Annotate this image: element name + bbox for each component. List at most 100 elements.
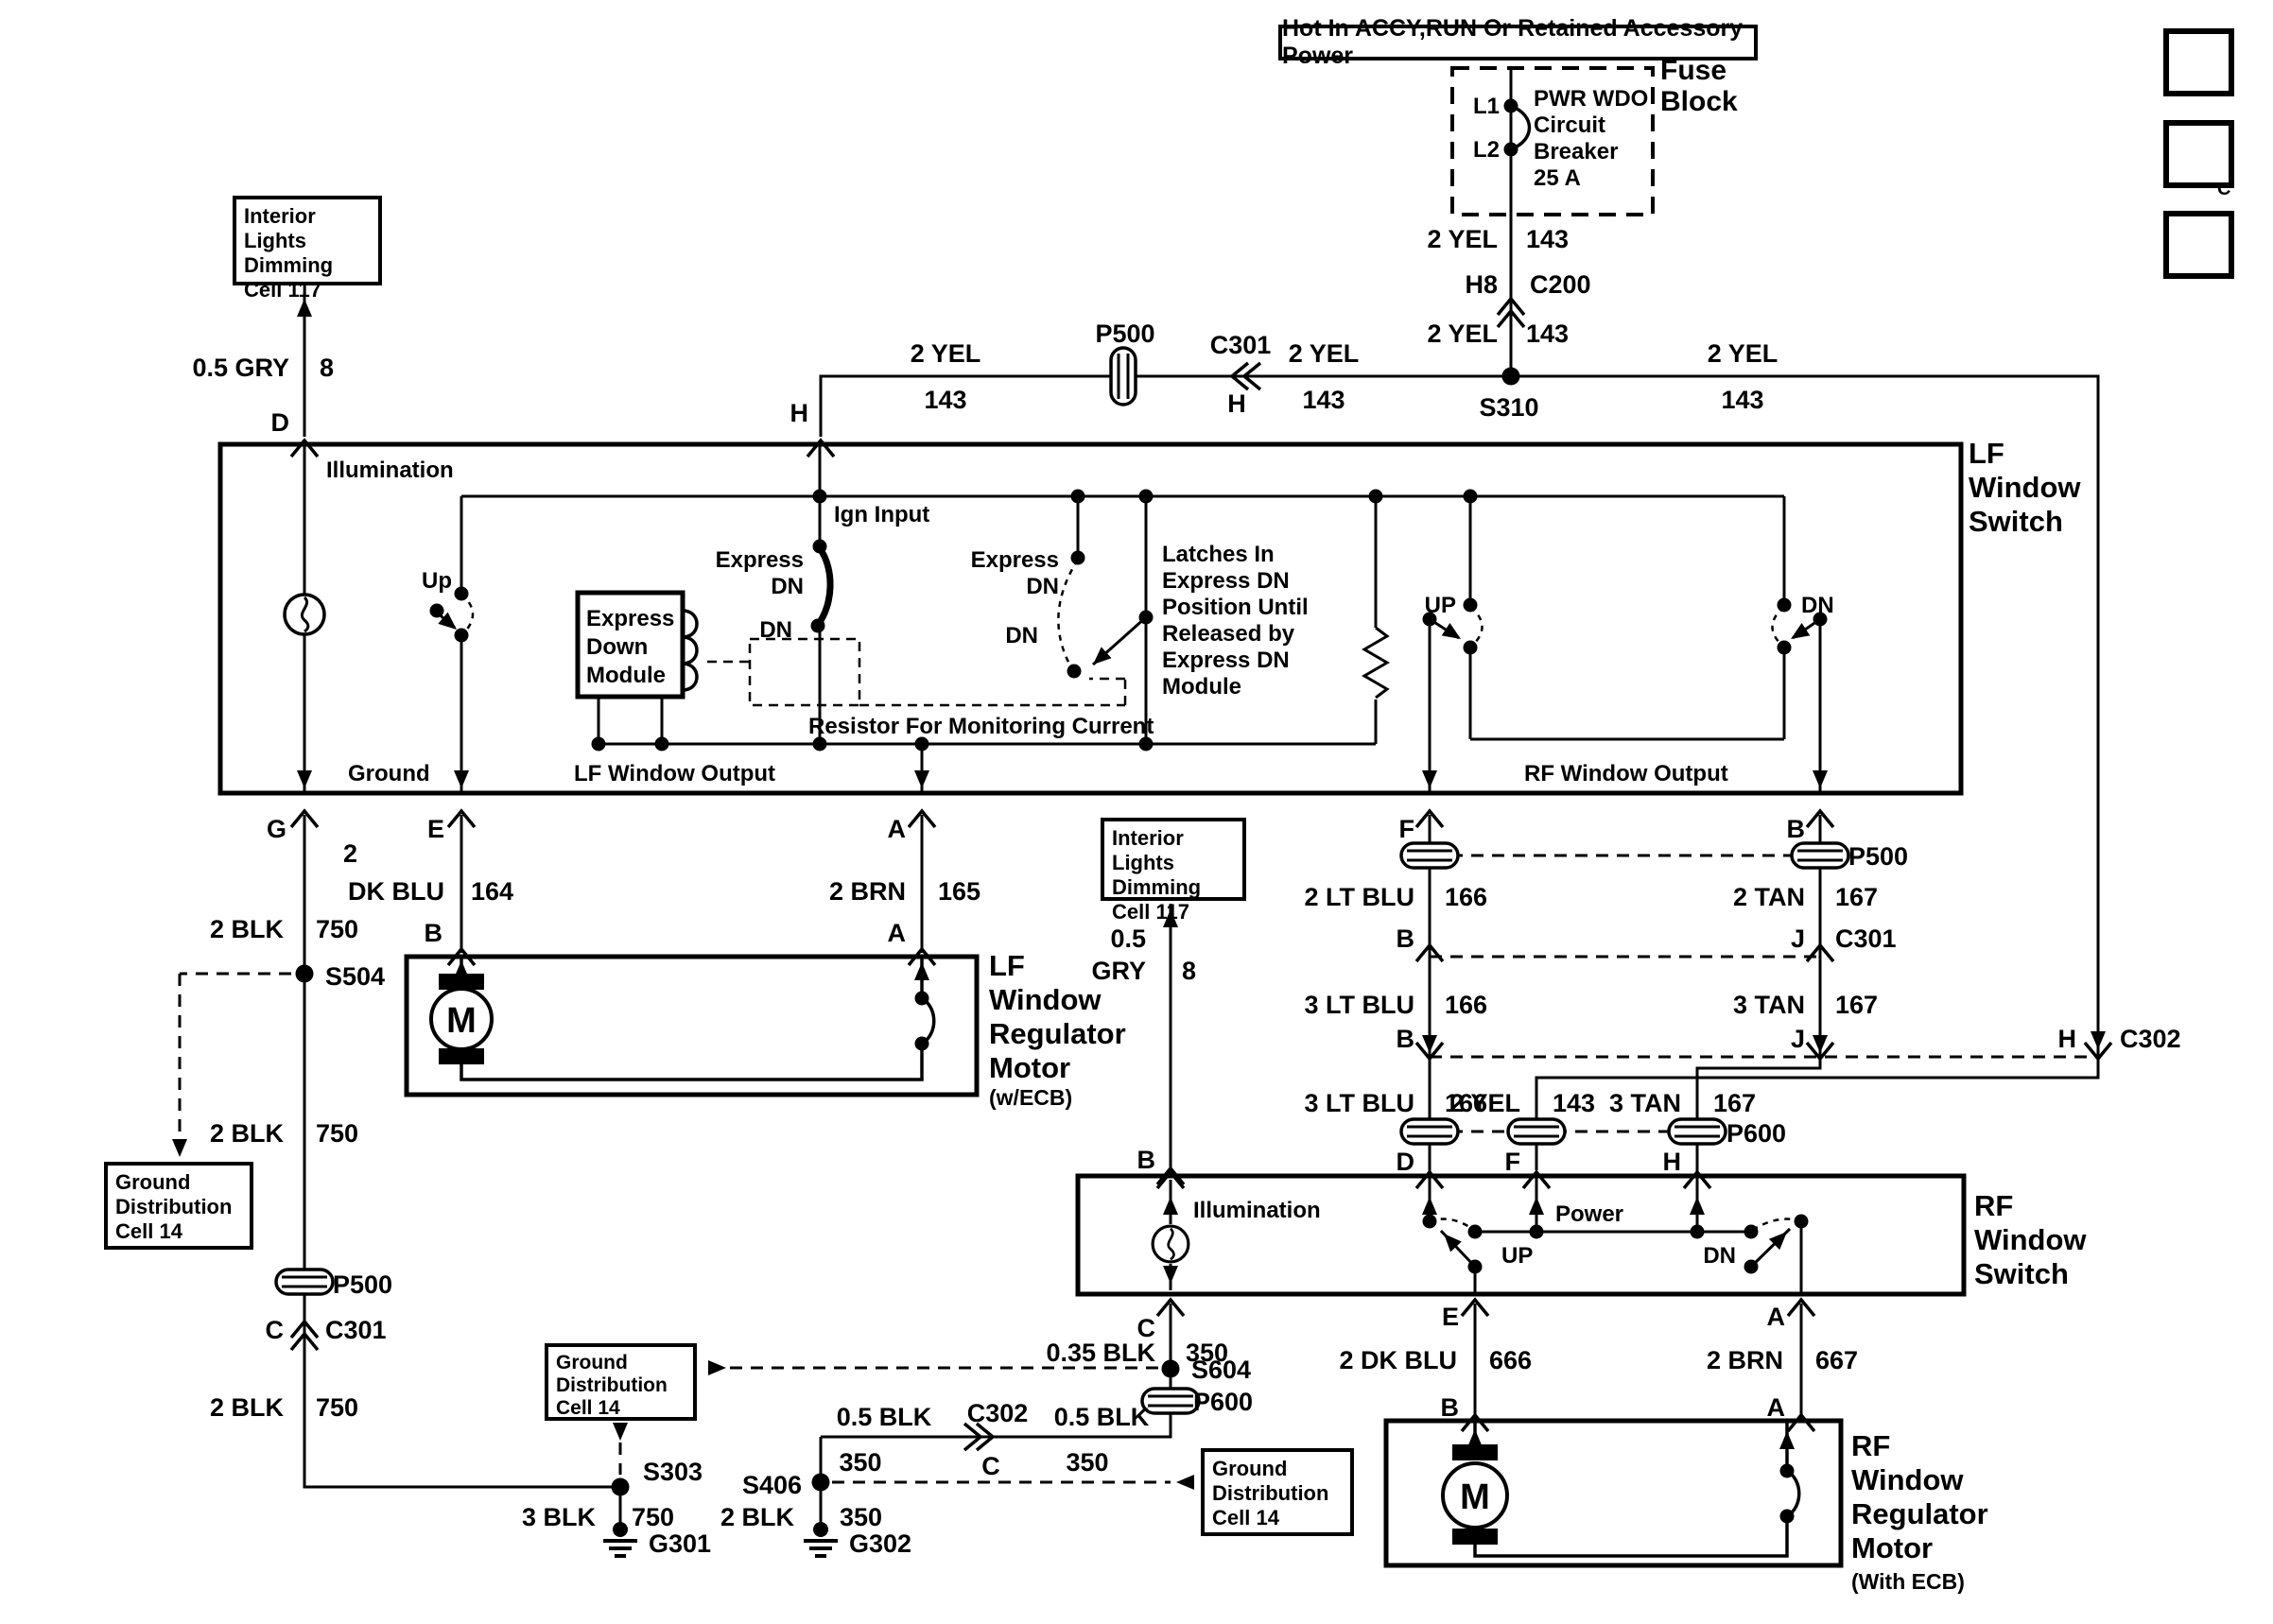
terminal-letter: E (1442, 1303, 1459, 1331)
terminal-letter: F (1399, 815, 1415, 843)
arrow-left-icon (1176, 1475, 1194, 1490)
wire-label: 3 TAN (1733, 991, 1805, 1019)
wire-label: 166 (1445, 883, 1487, 911)
splice-label: S406 (742, 1471, 802, 1499)
connector-label: P600 (1193, 1388, 1253, 1416)
rf-motor-subtitle: (With ECB) (1851, 1569, 1965, 1594)
wire-label: 2 BLK (210, 1119, 285, 1148)
annotation: Express DN (1162, 568, 1290, 594)
wire-label: 167 (1835, 883, 1878, 911)
wire-label: 165 (938, 877, 980, 906)
loc-button[interactable] (2163, 28, 2234, 96)
wire-label: 143 (1553, 1089, 1595, 1117)
motor-letter: M (446, 1001, 477, 1041)
wire-label: 3 BLK (522, 1503, 597, 1531)
motor-brush (439, 974, 484, 990)
wire-label: 2 BLK (210, 1393, 285, 1422)
breaker-terminal: L2 (1473, 137, 1500, 163)
lf-window-switch-title: LF Window Switch (1969, 437, 2081, 538)
connector-label: C302 (967, 1399, 1029, 1427)
annotation: UP (1425, 593, 1456, 618)
connector-pin: H (1227, 389, 1246, 418)
connector-label: P600 (1726, 1119, 1786, 1148)
splice-label: S604 (1191, 1356, 1251, 1384)
connector-label: C302 (2120, 1025, 2181, 1053)
connector-pin: C (981, 1452, 1000, 1480)
breaker-name: PWR WDO (1534, 86, 1648, 112)
terminal-letter: G (267, 815, 286, 843)
rf-window-switch-title: RF Window Switch (1974, 1189, 2087, 1290)
annotation: DN (1801, 593, 1834, 618)
wire-label: 750 (316, 915, 358, 943)
splice-s406-dot (811, 1473, 830, 1492)
breaker-rating: 25 A (1534, 165, 1581, 191)
wire-label: 2 YEL (1449, 1089, 1520, 1117)
annotation: RF Window Output (1524, 761, 1728, 786)
ground-distribution-ref-center: Ground Distribution Cell 14 (545, 1343, 697, 1421)
next-page-button[interactable] (2163, 211, 2234, 279)
connector-pin: C (1137, 1314, 1156, 1342)
connector-pin: J (1791, 1025, 1805, 1053)
wire-label: 0.35 BLK (1046, 1339, 1155, 1367)
wire-label: 164 (471, 877, 513, 906)
annotation: Ground (348, 761, 430, 786)
connector-label: C301 (1835, 924, 1897, 953)
lf-motor-title: LF Window Regulator Motor (989, 949, 1126, 1084)
wire-label: 8 (320, 354, 334, 382)
connector-p600-icon (1140, 1387, 1201, 1415)
annotation: Illumination (1193, 1198, 1321, 1223)
motor-brush (1452, 1444, 1498, 1460)
connector-p600-icon (1506, 1117, 1567, 1146)
illumination-lamp-icon (1151, 1224, 1190, 1264)
connector-pin: H8 (1465, 270, 1498, 299)
lf-motor-subtitle: (w/ECB) (989, 1085, 1073, 1110)
wire-label: 0.5 BLK (1054, 1403, 1150, 1431)
wire-label: 750 (316, 1119, 358, 1148)
ground-distribution-ref-left: Ground Distribution Cell 14 (104, 1162, 253, 1250)
connector-p500-icon (1399, 841, 1460, 870)
wire-label: 2 YEL (911, 339, 981, 368)
annotation: Illumination (326, 458, 454, 483)
annotation: Released by (1162, 621, 1295, 647)
wire-label: 0.5 (1110, 924, 1146, 953)
ground-g302-icon (802, 1520, 840, 1558)
splice-label: S310 (1479, 393, 1538, 422)
desc-button[interactable] (2163, 120, 2234, 188)
splice-s310-dot (1501, 367, 1520, 386)
wire-label: 3 LT BLU (1305, 1089, 1415, 1117)
connector-p500-icon (274, 1268, 335, 1296)
connector-label: C301 (1210, 331, 1272, 359)
wire-label: DK BLU (348, 877, 444, 906)
terminal-letter: A (1767, 1303, 1786, 1331)
annotation: DN (1026, 574, 1059, 599)
annotation: DN (1005, 623, 1038, 648)
breaker-terminal: L1 (1473, 94, 1500, 119)
annotation: Express (971, 547, 1059, 573)
splice-label: S504 (325, 962, 385, 991)
terminal-letter: B (1787, 815, 1806, 843)
connector-p600-icon (1399, 1117, 1460, 1146)
annotation: Latches In (1162, 542, 1275, 567)
wire-label: 350 (1186, 1339, 1228, 1367)
terminal-letter: D (1397, 1148, 1415, 1176)
annotation: DN (759, 617, 792, 643)
connector-pin: B (1397, 1025, 1415, 1053)
wire-label: 667 (1815, 1346, 1858, 1374)
circuit-breaker-symbol (1503, 98, 1532, 157)
connector-label: P500 (333, 1270, 392, 1299)
connector-pin: H (2058, 1025, 2077, 1053)
hot-in-accy-header: Hot In ACCY,RUN Or Retained Accessory Po… (1278, 15, 1758, 69)
wire-label: 750 (632, 1503, 674, 1531)
wire-label: 750 (316, 1393, 358, 1422)
connector-label: C301 (325, 1316, 387, 1344)
wire-label: 143 (924, 386, 966, 414)
wire-label: 350 (839, 1448, 881, 1477)
motor-letter: M (1460, 1477, 1490, 1517)
annotation: Resistor For Monitoring Current (808, 714, 1154, 739)
terminal-letter: A (888, 919, 907, 947)
wire-label: 350 (840, 1503, 882, 1531)
ground-label: G302 (849, 1529, 911, 1558)
terminal-letter: H (790, 399, 809, 427)
motor-brush (1452, 1529, 1498, 1545)
